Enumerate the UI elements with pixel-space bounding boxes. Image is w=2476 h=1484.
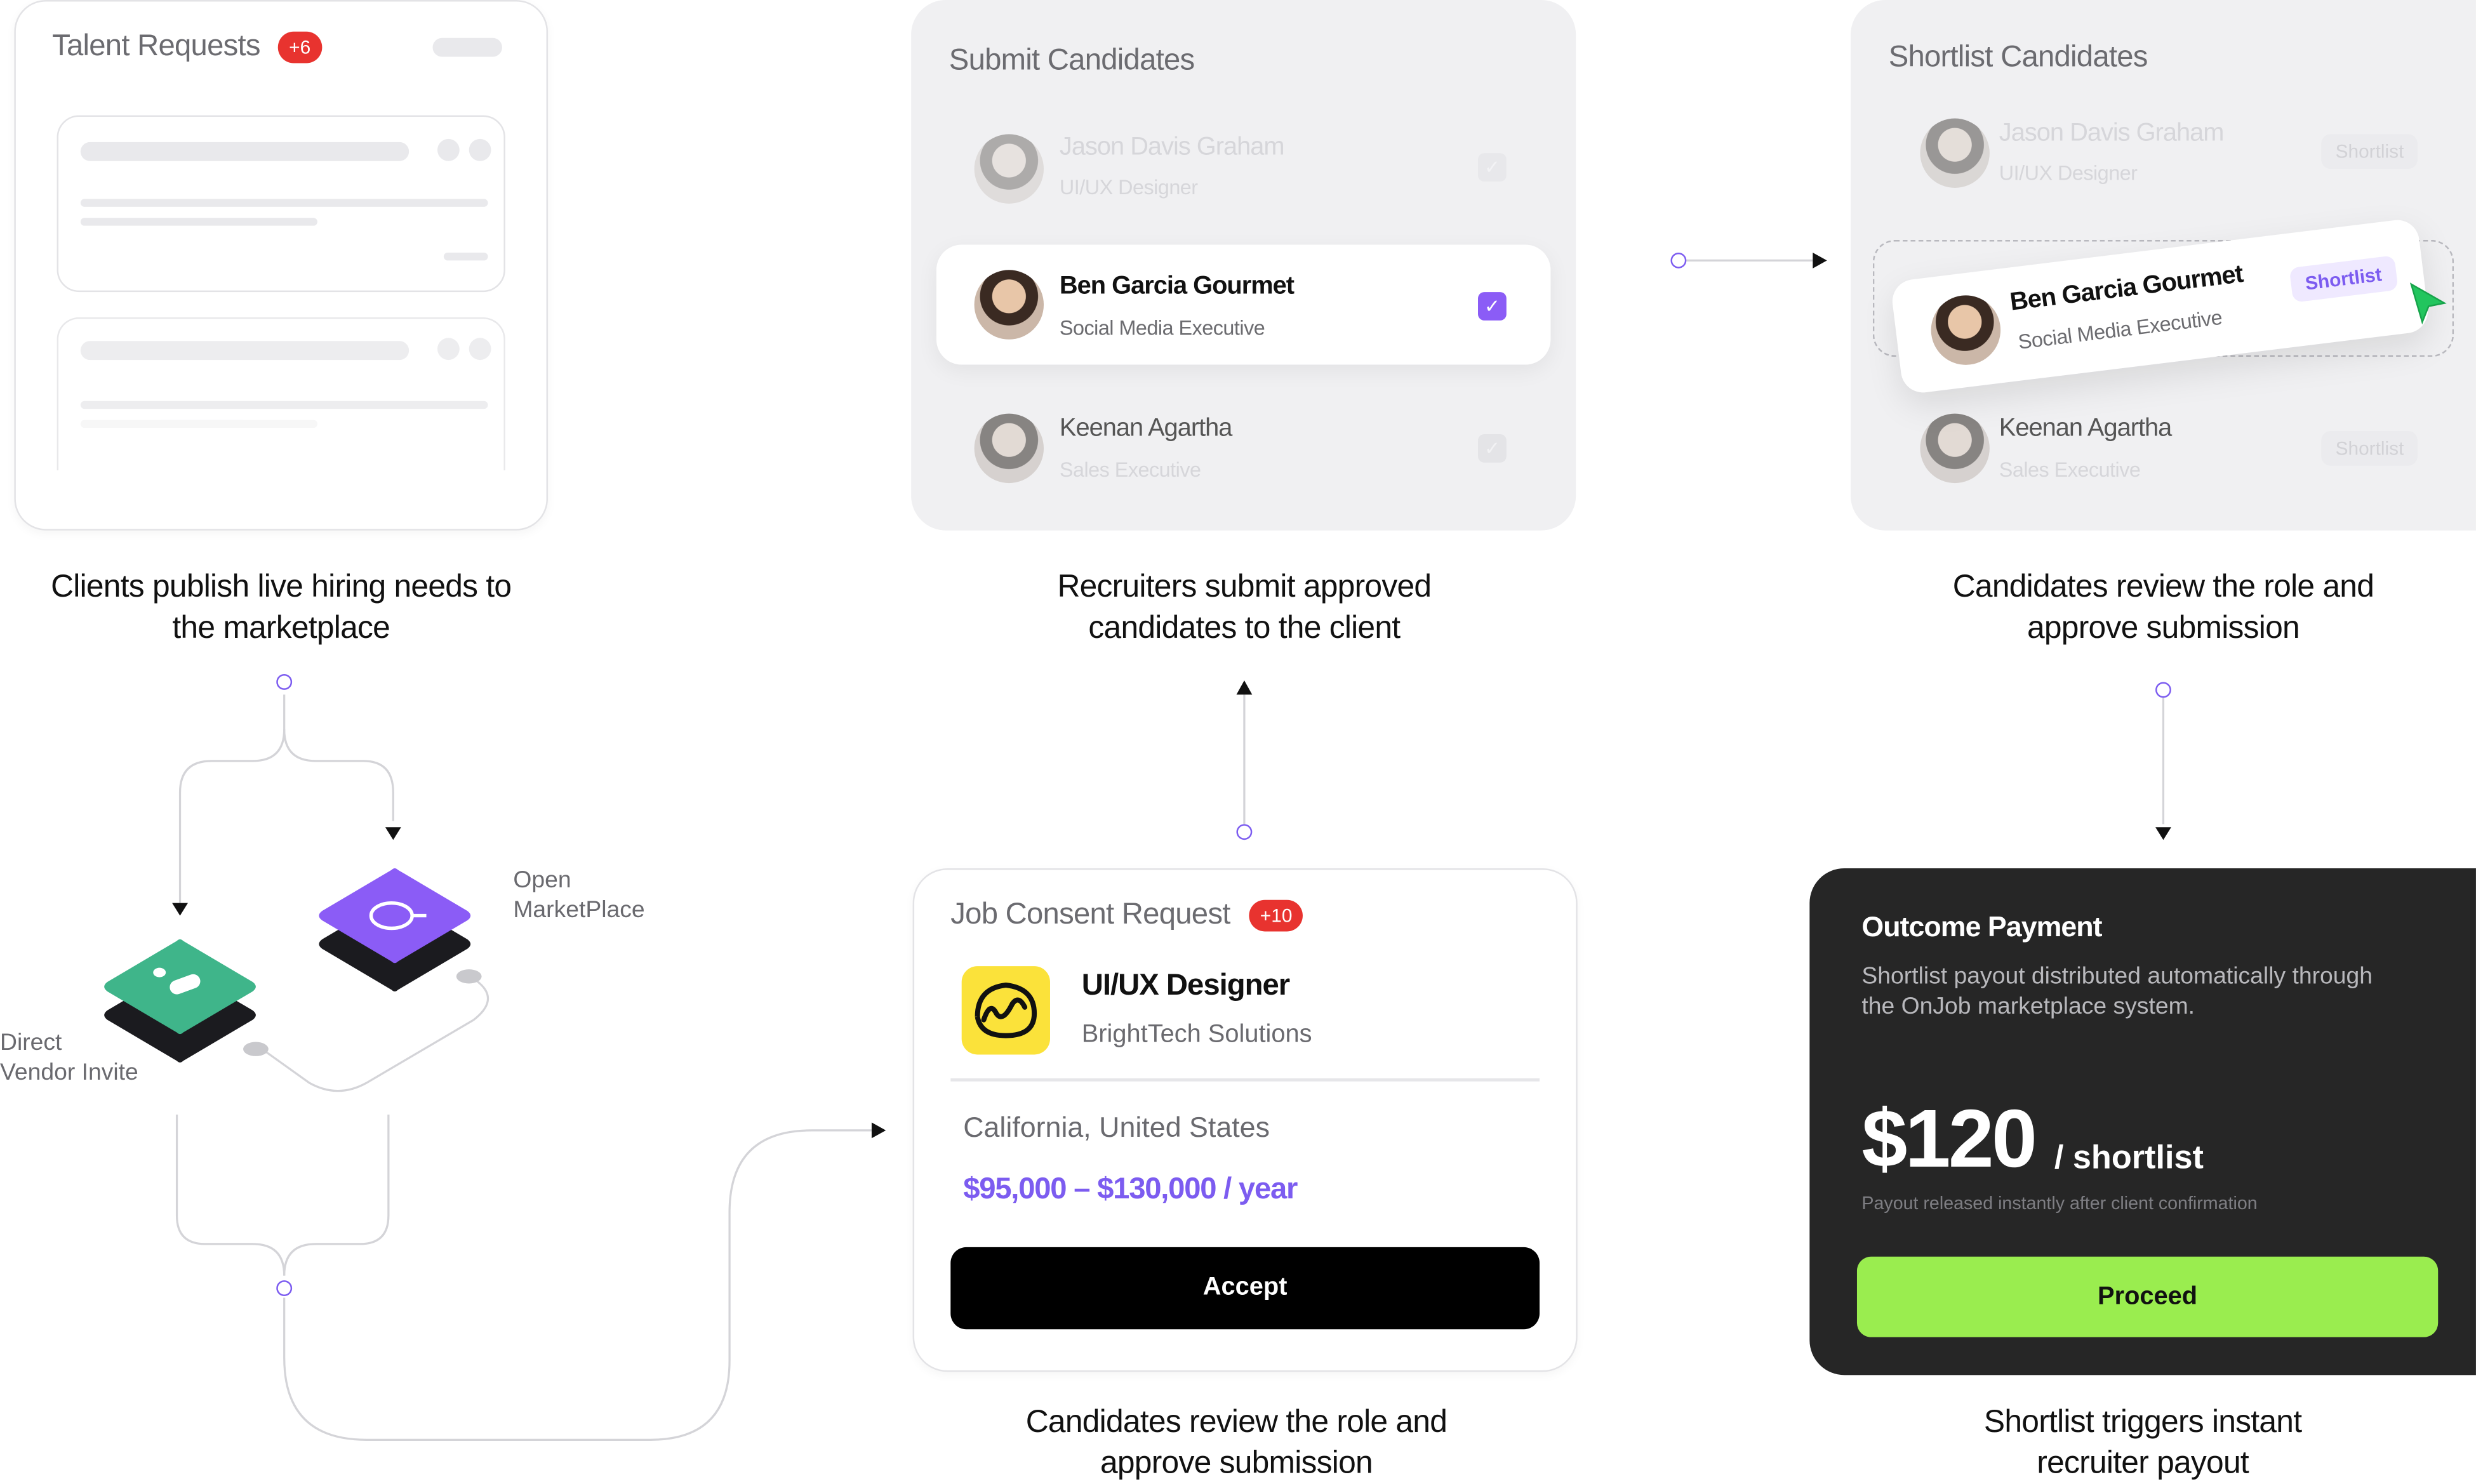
label-line: Open — [513, 866, 571, 894]
outcome-payment-card: Outcome Payment Shortlist payout distrib… — [1809, 868, 2476, 1375]
candidate-role: Social Media Executive — [1059, 315, 1265, 340]
outcome-payment-caption: Shortlist triggers instant recruiter pay… — [1873, 1402, 2413, 1484]
job-salary: $95,000 – $130,000 / year — [963, 1172, 1298, 1207]
request-placeholder-card — [57, 115, 505, 293]
job-consent-caption: Candidates review the role and approve s… — [944, 1402, 1528, 1484]
candidate-avatar — [974, 413, 1044, 484]
shortlist-caption: Candidates review the role and approve s… — [1863, 567, 2463, 649]
company-logo — [961, 966, 1050, 1055]
description-line: the OnJob marketplace system. — [1861, 993, 2195, 1020]
candidate-avatar — [1920, 413, 1990, 484]
caption-line: Clients publish live hiring needs to — [51, 569, 512, 605]
divider — [950, 1078, 1540, 1081]
placeholder-line — [443, 252, 488, 261]
candidate-avatar — [1920, 118, 1990, 188]
caption-line: approve submission — [2027, 611, 2300, 646]
candidate-role: Sales Executive — [1059, 458, 1201, 482]
payout-note: Payout released instantly after client c… — [1861, 1195, 2258, 1214]
job-consent-card: Job Consent Request +10 UI/UX Designer B… — [912, 868, 1578, 1372]
candidate-avatar — [974, 134, 1044, 204]
proceed-button[interactable]: Proceed — [1856, 1256, 2439, 1337]
placeholder-dot — [437, 338, 460, 361]
candidate-name: Keenan Agartha — [1059, 415, 1233, 442]
candidate-checkbox[interactable]: ✓ — [1478, 153, 1507, 182]
flow-node — [2155, 682, 2171, 698]
payout-unit: / shortlist — [2054, 1139, 2204, 1176]
payout-amount: $120 — [1861, 1094, 2037, 1186]
caption-line: Candidates review the role and — [1952, 569, 2374, 605]
flow-node — [1236, 824, 1253, 840]
tile-port — [456, 969, 482, 984]
candidate-role: UI/UX Designer — [1999, 161, 2138, 185]
talent-requests-card: Talent Requests +6 — [14, 0, 549, 531]
candidate-role: UI/UX Designer — [1059, 175, 1198, 199]
candidate-name: Jason Davis Graham — [1059, 134, 1285, 161]
candidate-checkbox[interactable]: ✓ — [1478, 434, 1507, 463]
card-title: Outcome Payment — [1861, 911, 2102, 943]
direct-vendor-label: Direct Vendor Invite — [0, 1028, 138, 1088]
open-marketplace-label: Open MarketPlace — [513, 865, 644, 925]
caption-line: Shortlist triggers instant — [1983, 1405, 2302, 1440]
candidate-name: Keenan Agartha — [1999, 415, 2173, 442]
job-title: UI/UX Designer — [1081, 969, 1290, 1003]
accept-button[interactable]: Accept — [950, 1247, 1540, 1330]
tile-port — [243, 1042, 269, 1056]
flow-node — [276, 674, 293, 690]
direct-vendor-tile[interactable] — [85, 931, 274, 1073]
placeholder-dot — [469, 138, 491, 161]
shortlist-button[interactable]: Shortlist — [2321, 134, 2418, 169]
card-title: Job Consent Request — [950, 898, 1230, 932]
caption-line: Candidates review the role and — [1025, 1405, 1448, 1440]
company-name: BrightTech Solutions — [1081, 1021, 1312, 1049]
submit-candidates-card: Submit Candidates Jason Davis Graham UI/… — [911, 0, 1576, 531]
submit-candidates-caption: Recruiters submit approved candidates to… — [947, 567, 1541, 649]
placeholder-line — [80, 420, 317, 428]
candidate-role: Sales Executive — [1999, 458, 2141, 482]
candidate-checkbox[interactable]: ✓ — [1478, 292, 1507, 321]
caption-line: Recruiters submit approved — [1057, 569, 1432, 605]
shortlist-button[interactable]: Shortlist — [2289, 255, 2398, 303]
job-location: California, United States — [963, 1111, 1270, 1143]
candidate-name: Ben Garcia Gourmet — [1059, 273, 1295, 300]
description-line: Shortlist payout distributed automatical… — [1861, 963, 2373, 990]
candidate-avatar — [974, 270, 1044, 340]
placeholder-line — [80, 401, 488, 409]
card-title: Shortlist Candidates — [1888, 41, 2148, 74]
talent-requests-caption: Clients publish live hiring needs to the… — [0, 567, 562, 649]
basecamp-logo-icon — [975, 983, 1037, 1038]
cursor-icon — [2409, 282, 2447, 325]
caption-line: recruiter payout — [2037, 1446, 2249, 1481]
flow-node — [1670, 252, 1687, 268]
caption-line: candidates to the client — [1088, 611, 1401, 646]
card-title: Submit Candidates — [948, 44, 1195, 77]
open-marketplace-tile[interactable] — [300, 861, 489, 1003]
placeholder-dot — [469, 338, 491, 361]
count-badge: +6 — [277, 31, 322, 63]
label-line: Direct — [0, 1029, 62, 1056]
label-line: MarketPlace — [513, 896, 645, 924]
caption-line: approve submission — [1100, 1446, 1373, 1481]
count-badge: +10 — [1249, 899, 1303, 932]
placeholder-bar — [432, 37, 502, 57]
placeholder-bar — [80, 341, 409, 361]
card-title: Talent Requests — [52, 30, 260, 63]
candidate-name: Jason Davis Graham — [1999, 120, 2225, 147]
payment-description: Shortlist payout distributed automatical… — [1861, 962, 2373, 1022]
label-line: Vendor Invite — [0, 1059, 138, 1087]
placeholder-line — [80, 199, 488, 207]
request-placeholder-card — [57, 317, 505, 471]
placeholder-line — [80, 218, 317, 226]
placeholder-dot — [437, 138, 460, 161]
caption-line: the marketplace — [172, 611, 390, 646]
flow-node — [276, 1280, 293, 1296]
shortlist-button[interactable]: Shortlist — [2321, 431, 2418, 466]
candidate-avatar — [1927, 291, 2005, 369]
selected-candidate-row[interactable]: Ben Garcia Gourmet Social Media Executiv… — [936, 244, 1551, 365]
placeholder-bar — [80, 142, 409, 161]
